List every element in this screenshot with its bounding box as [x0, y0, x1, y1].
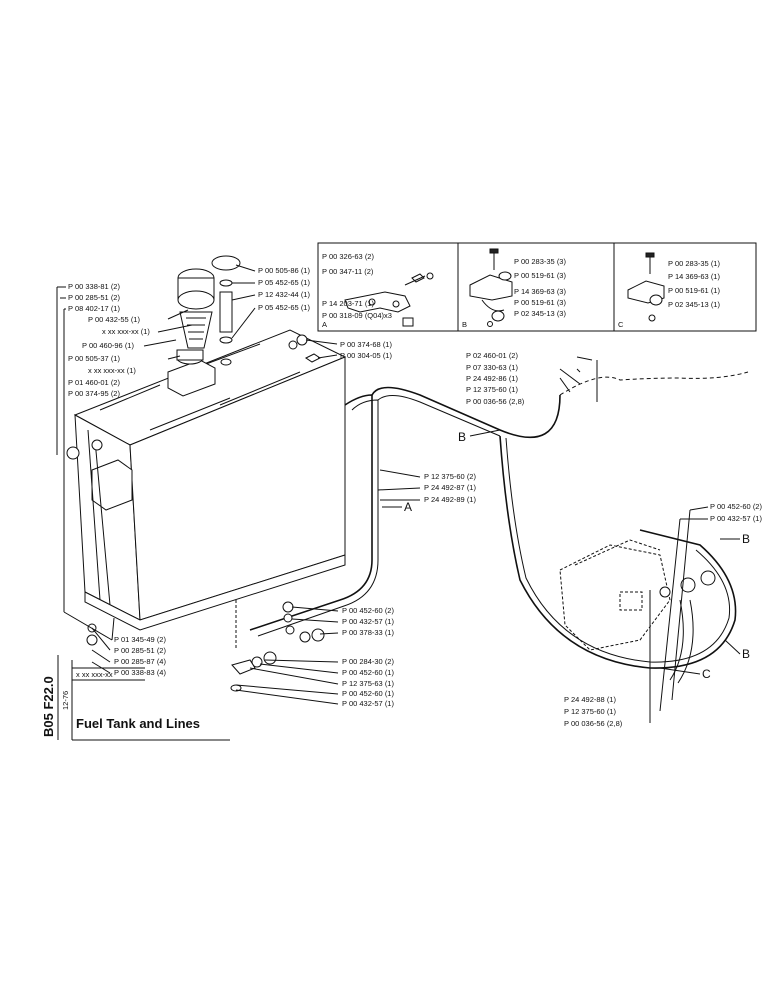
detail-b-clamp: B: [462, 248, 513, 329]
upper-right-label-2: P 07 330-63 (1): [466, 363, 518, 372]
detail-c-label-2: P 14 369-63 (1): [668, 272, 720, 281]
left-label-9: P 01 460-01 (2): [68, 378, 120, 387]
leader-lines: [56, 264, 741, 723]
bottom-center-label-8: P 00 432-57 (1): [342, 699, 394, 708]
detail-b-label-5: P 02 345-13 (3): [514, 309, 566, 318]
detail-c-label-3: P 00 519-61 (1): [668, 286, 720, 295]
cap-label-2: P 05 452-65 (1): [258, 278, 310, 287]
detail-a-label-2: P 00 347-11 (2): [322, 267, 374, 276]
callout-b-upper: B: [458, 430, 466, 444]
bottom-left-label-4: P 00 338-83 (4): [114, 668, 166, 677]
bottom-fittings: [86, 600, 325, 692]
cap-labels: P 00 505-86 (1) P 05 452-65 (1) P 12 432…: [258, 266, 310, 312]
mid-label-1: P 12 375-60 (2): [424, 472, 476, 481]
upper-right-label-4: P 12 375-60 (1): [466, 385, 518, 394]
upper-right-label-1: P 02 460-01 (2): [466, 351, 518, 360]
upper-right-label-5: P 00 036-56 (2,8): [466, 397, 525, 406]
bottom-center-label-7: P 00 452-60 (1): [342, 689, 394, 698]
fuel-tank: [66, 255, 347, 631]
tank-top-label-1: P 00 374-68 (1): [340, 340, 392, 349]
page-code: B05 F22.0: [41, 676, 56, 737]
detail-b-label-3: P 14 369-63 (3): [514, 287, 566, 296]
upper-right-label-3: P 24 492-86 (1): [466, 374, 518, 383]
bottom-right-label-1: P 24 492-88 (1): [564, 695, 616, 704]
callout-b-right: B: [742, 532, 750, 546]
tank-top-label-2: P 00 304-05 (1): [340, 351, 392, 360]
bottom-center-label-1: P 00 452-60 (2): [342, 606, 394, 615]
left-label-3: P 08 402-17 (1): [68, 304, 120, 313]
callout-a: A: [404, 500, 412, 514]
detail-b-letter: B: [462, 320, 467, 329]
tank-top-labels: P 00 374-68 (1) P 00 304-05 (1): [340, 340, 392, 360]
date-code: 12-76: [61, 691, 70, 710]
callout-c: C: [702, 667, 711, 681]
left-label-5: x xx xxx-xx (1): [102, 327, 150, 336]
pump-label-2: P 00 432-57 (1): [710, 514, 762, 523]
left-label-4: P 00 432-55 (1): [88, 315, 140, 324]
detail-c-clamp: C: [618, 252, 665, 329]
bottom-left-labels: P 01 345-49 (2) P 00 285-51 (2) P 00 285…: [114, 635, 166, 677]
detail-c-label-4: P 02 345-13 (1): [668, 300, 720, 309]
cap-label-1: P 00 505-86 (1): [258, 266, 310, 275]
bottom-left-label-1: P 01 345-49 (2): [114, 635, 166, 644]
bottom-left-label-3: P 00 285-87 (4): [114, 657, 166, 666]
bottom-center-label-3: P 00 378-33 (1): [342, 628, 394, 637]
fuel-lines: [249, 371, 749, 684]
upper-right-labels: P 02 460-01 (2) P 07 330-63 (1) P 24 492…: [466, 351, 525, 406]
left-label-10: P 00 374-95 (2): [68, 389, 120, 398]
left-labels: P 00 338-81 (2) P 00 285-51 (2) P 08 402…: [68, 282, 150, 398]
pump-label-1: P 00 452-60 (2): [710, 502, 762, 511]
left-label-7: P 00 505-37 (1): [68, 354, 120, 363]
diagram-title: Fuel Tank and Lines: [76, 716, 200, 731]
detail-a-label-4: P 00 318-09 (Q04)x3: [322, 311, 392, 320]
detail-a-label-3: P 14 203-71 (1): [322, 299, 374, 308]
cap-label-3: P 12 432-44 (1): [258, 290, 310, 299]
mid-label-2: P 24 492-87 (1): [424, 483, 476, 492]
left-label-1: P 00 338-81 (2): [68, 282, 120, 291]
injection-pump: [559, 539, 716, 651]
left-label-8: x xx xxx-xx (1): [88, 366, 136, 375]
detail-c-letter: C: [618, 320, 624, 329]
detail-a-letter: A: [322, 320, 327, 329]
mid-labels: P 12 375-60 (2) P 24 492-87 (1) P 24 492…: [424, 472, 476, 504]
serial-number: x xx xxx-xx: [76, 670, 113, 679]
detail-b-label-4: P 00 519-61 (3): [514, 298, 566, 307]
bottom-center-label-6: P 12 375-63 (1): [342, 679, 394, 688]
left-label-2: P 00 285-51 (2): [68, 293, 120, 302]
detail-c-label-1: P 00 283-35 (1): [668, 259, 720, 268]
bottom-center-label-2: P 00 432-57 (1): [342, 617, 394, 626]
detail-a-bracket: A: [322, 272, 434, 329]
bottom-center-label-4: P 00 284-30 (2): [342, 657, 394, 666]
bottom-left-label-2: P 00 285-51 (2): [114, 646, 166, 655]
mid-label-3: P 24 492-89 (1): [424, 495, 476, 504]
cap-label-4: P 05 452-65 (1): [258, 303, 310, 312]
detail-panels: A P 00 326-63 (2) P 00 347-11 (2) P 14 2…: [317, 242, 757, 332]
pump-labels: P 00 452-60 (2) P 00 432-57 (1): [710, 502, 762, 523]
callout-letters: A B B B C: [404, 430, 750, 681]
detail-b-label-2: P 00 519-61 (3): [514, 271, 566, 280]
bottom-center-label-5: P 00 452-60 (1): [342, 668, 394, 677]
left-label-6: P 00 460-96 (1): [82, 341, 134, 350]
title-block: B05 F22.0 12-76 x xx xxx-xx Fuel Tank an…: [41, 655, 230, 741]
callout-b-lower: B: [742, 647, 750, 661]
detail-a-label-1: P 00 326-63 (2): [322, 252, 374, 261]
bottom-right-label-2: P 12 375-60 (1): [564, 707, 616, 716]
bottom-right-label-3: P 00 036-56 (2,8): [564, 719, 623, 728]
detail-b-label-1: P 00 283-35 (3): [514, 257, 566, 266]
bottom-center-labels: P 00 452-60 (2) P 00 432-57 (1) P 00 378…: [342, 606, 394, 708]
bottom-right-labels: P 24 492-88 (1) P 12 375-60 (1) P 00 036…: [564, 695, 623, 728]
